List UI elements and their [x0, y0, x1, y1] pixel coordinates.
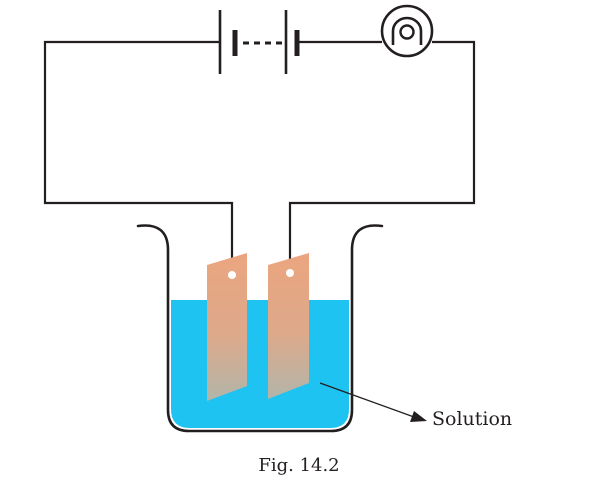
solution-pointer-arrowhead [410, 411, 427, 422]
wire-left [43, 40, 234, 268]
electrode-right-contact [286, 269, 294, 277]
battery-icon [218, 10, 300, 74]
bulb-icon [380, 4, 434, 58]
solution-liquid [171, 300, 349, 428]
circuit-wires [43, 40, 476, 271]
wire-right [288, 40, 476, 271]
solution-label: Solution [432, 408, 512, 430]
solution-pointer-line [319, 382, 415, 418]
electrode-left [207, 253, 247, 401]
electrode-left-contact [228, 271, 236, 279]
beaker [136, 224, 384, 433]
electrode-right [268, 253, 309, 399]
figure-caption: Fig. 14.2 [258, 455, 339, 476]
